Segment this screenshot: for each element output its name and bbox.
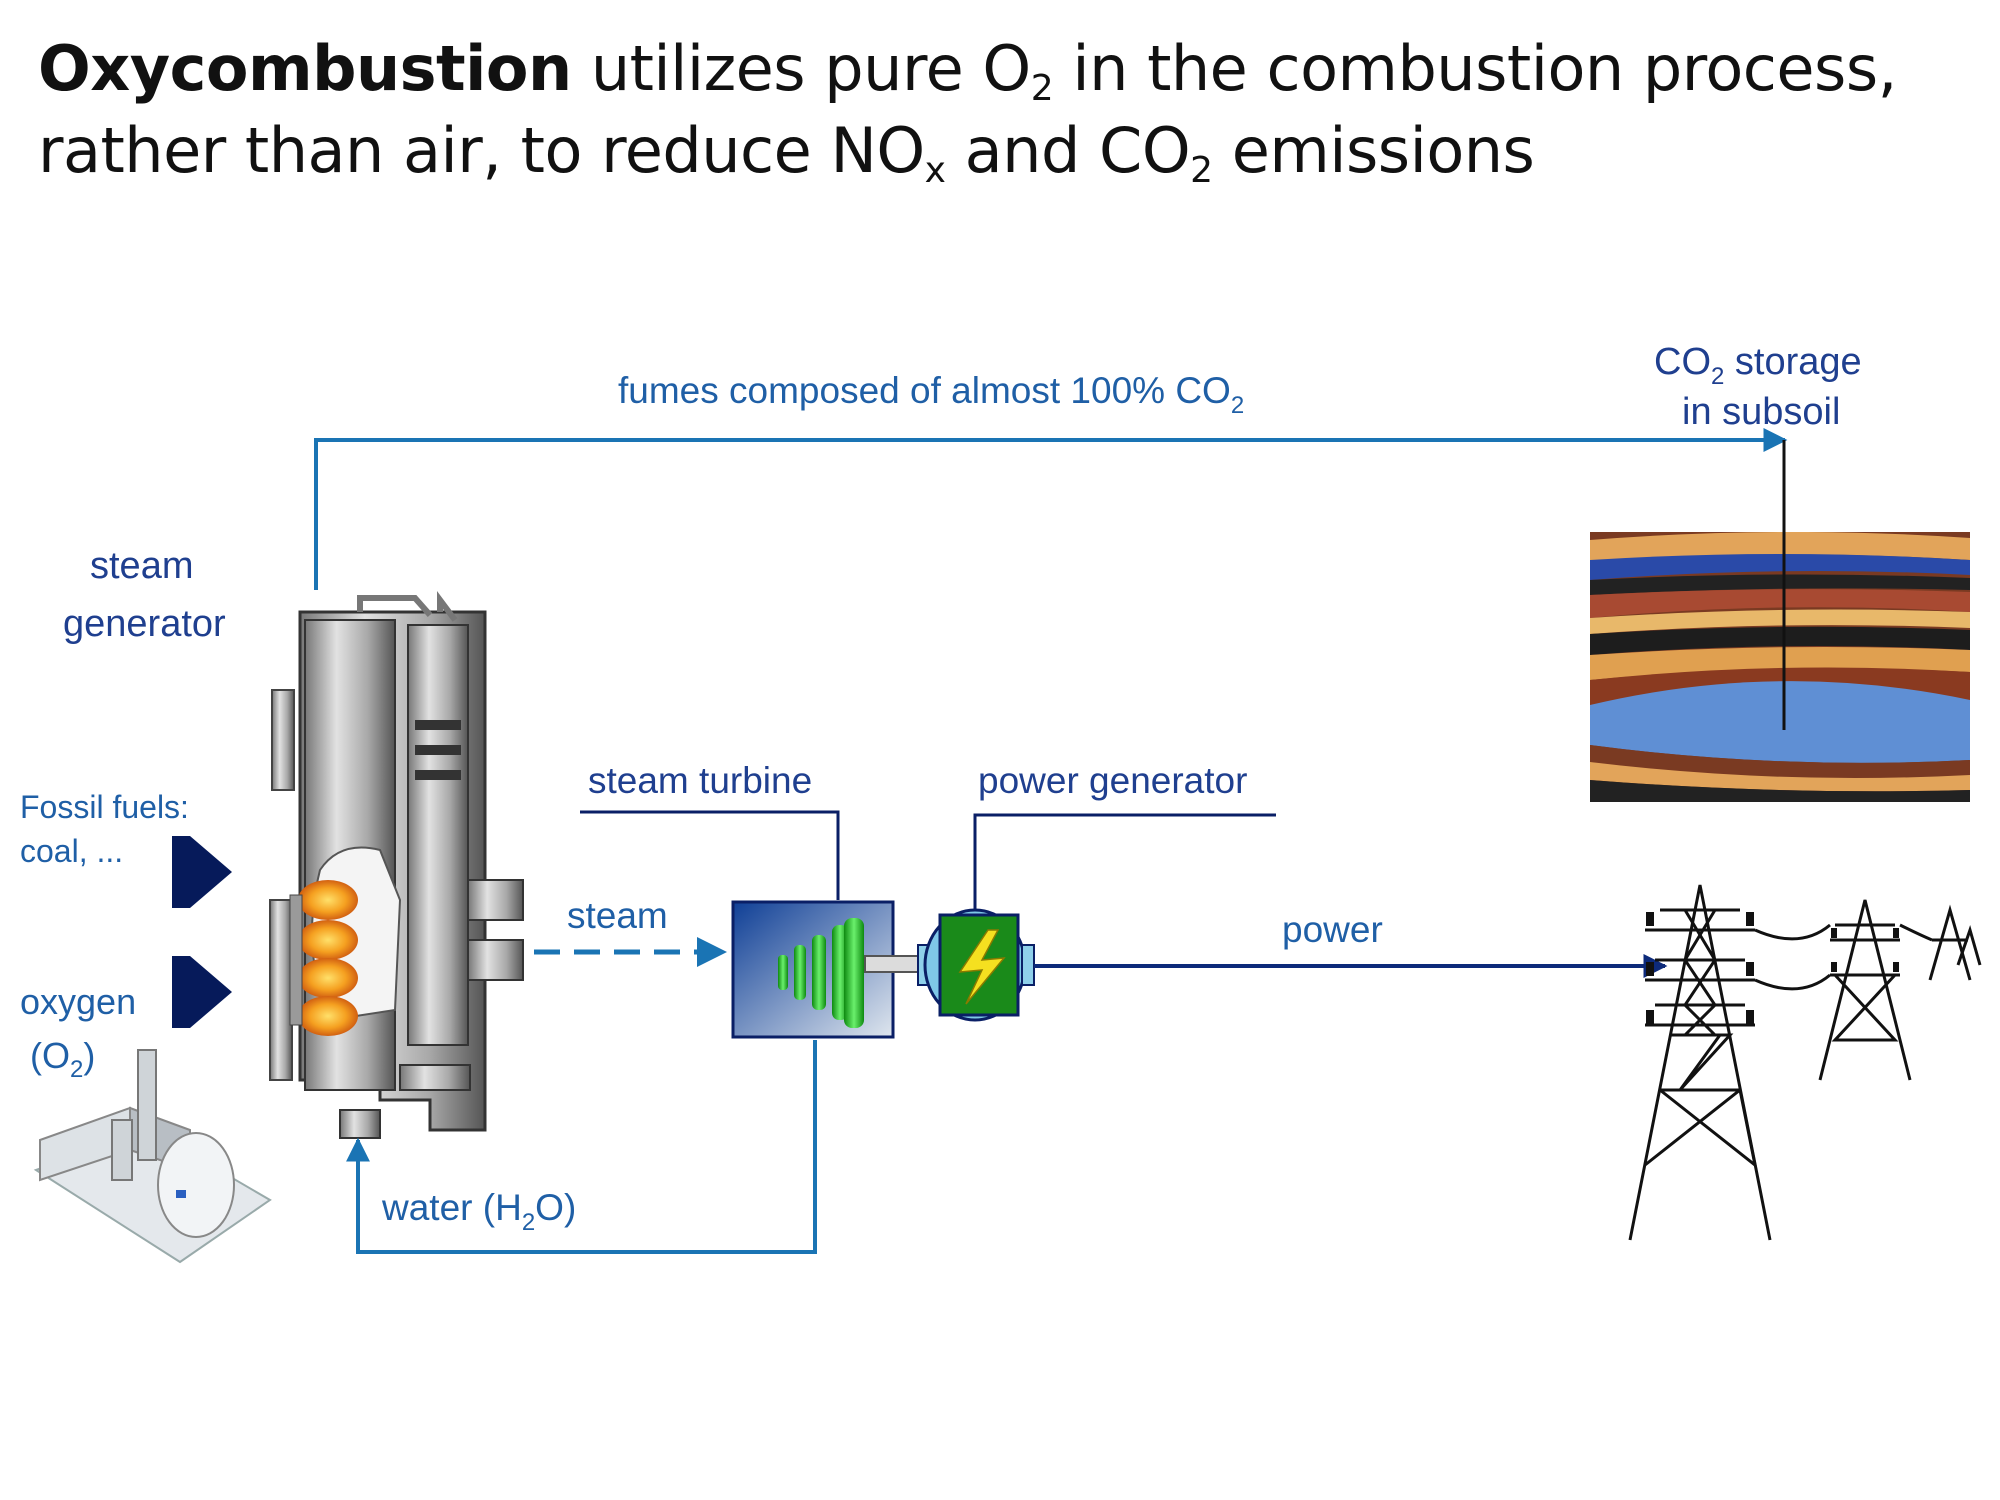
oxygen-arrow-icon: [172, 956, 232, 1028]
geology-icon: [1590, 440, 1970, 802]
steam-generator-icon: [269, 591, 524, 1139]
turbine-icon: [731, 900, 931, 1039]
fumes-label: fumes composed of almost 100% CO2: [618, 370, 1244, 419]
fuel-arrow-icon: [172, 836, 232, 908]
power-label: power: [1282, 909, 1383, 950]
steam-turbine-label: steam turbine: [588, 760, 812, 801]
pylon-icon: [1628, 884, 1982, 1241]
water-label: water (H2O): [381, 1187, 576, 1236]
lightning-icon: [958, 929, 1006, 1005]
fossil-fuels-label-2: coal, ...: [20, 833, 123, 869]
steam-label: steam: [567, 895, 668, 936]
steam-generator-label: steam: [90, 545, 193, 587]
co2-storage-label-2: in subsoil: [1682, 391, 1840, 433]
oxygen-label-2: (O2): [30, 1035, 95, 1083]
power-generator-label: power generator: [978, 760, 1247, 801]
steam-generator-label-2: generator: [63, 603, 226, 645]
page-title: Oxycombustion utilizes pure O2 in the co…: [38, 32, 1897, 191]
oxygen-label: oxygen: [20, 981, 136, 1022]
fumes-flow-line: [314, 428, 1788, 590]
steam-turbine-leader: [580, 810, 840, 900]
water-flow-line: [346, 1040, 817, 1254]
fossil-fuels-label: Fossil fuels:: [20, 789, 189, 825]
title-bold: Oxycombustion: [38, 32, 572, 105]
generator-icon: [917, 908, 1035, 1022]
co2-storage-label: CO2 storage: [1654, 341, 1862, 390]
oxygen-plant-icon: [33, 1049, 272, 1264]
power-generator-leader: [973, 813, 1276, 915]
